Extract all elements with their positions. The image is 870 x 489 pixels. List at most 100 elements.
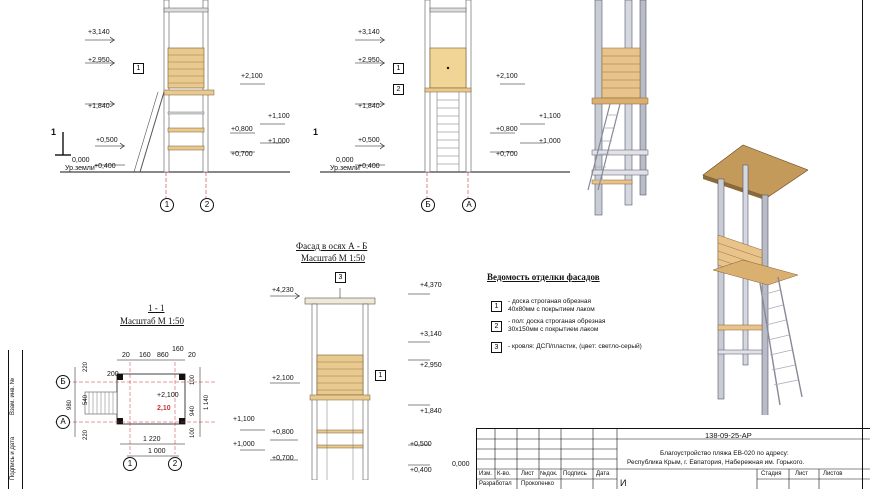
stamp-header: №док. <box>540 471 558 477</box>
level-mark: +1,100 <box>233 416 255 423</box>
plan-dim: 940 <box>190 405 196 416</box>
plan-dim: 200 <box>107 371 119 378</box>
side-label-signature: Подпись и дата <box>10 436 16 480</box>
level-mark: +2,950 <box>420 362 442 369</box>
tower-render-3d-front <box>587 0 649 216</box>
section-mark-label: 1 <box>51 127 57 137</box>
axis-marker: 2 <box>200 198 214 212</box>
plan-level: +2,100 <box>157 392 179 399</box>
level-mark: 0,000 <box>452 461 470 468</box>
ground-label: Ур.земли <box>65 165 95 172</box>
legend-line: 30x150мм с покрытием лаком <box>508 326 599 333</box>
plan-dim: 20 <box>122 352 130 359</box>
elevation-side-1-2 <box>55 0 290 198</box>
level-mark: +0,400 <box>358 163 380 170</box>
callout-tag: 2 <box>393 84 404 95</box>
plan-dim: 1 140 <box>204 394 210 410</box>
plan-dim: 100 <box>190 427 196 438</box>
plan-section-1-1 <box>55 359 215 457</box>
ground-label: Ур.земли <box>330 165 360 172</box>
axis-marker: А <box>462 198 476 212</box>
legend-text: - доска строганая обрезная 40x80мм с пок… <box>508 298 595 314</box>
level-mark: +0,800 <box>231 126 253 133</box>
plan-title: 1 - 1 <box>148 303 165 313</box>
level-mark: +2,950 <box>358 57 380 64</box>
frame-left <box>22 350 23 489</box>
stamp-code: 138-09-25-АР <box>705 431 752 440</box>
plan-dim: 540 <box>83 394 89 405</box>
plan-dim: 220 <box>83 361 89 372</box>
level-mark: +1,840 <box>420 408 442 415</box>
callout-tag: 1 <box>133 63 144 74</box>
plan-level: 2,10 <box>157 405 171 412</box>
legend-line: - доска строганая обрезная <box>508 298 591 305</box>
facade-title: Фасад в осях А - Б <box>296 241 368 251</box>
stamp-col: Листов <box>823 471 843 477</box>
plan-dim: 1 000 <box>148 448 166 455</box>
level-mark: +3,140 <box>88 29 110 36</box>
legend-text: - кровля: ДСП/пластик, (цвет: светло-сер… <box>508 343 642 350</box>
level-mark: +0,500 <box>410 441 432 448</box>
title-block: Изм. К-во. Лист №док. Подпись Дата Разра… <box>476 428 870 489</box>
plan-dim: 20 <box>188 352 196 359</box>
level-mark: +0,800 <box>272 429 294 436</box>
level-mark: 0,000 <box>72 157 90 164</box>
level-mark: +1,840 <box>358 103 380 110</box>
plan-dim: 980 <box>67 399 73 410</box>
stamp-header: Подпись <box>563 471 587 477</box>
level-mark: +3,140 <box>358 29 380 36</box>
stamp-header: К-во. <box>497 471 511 477</box>
level-mark: +0,700 <box>272 455 294 462</box>
side-label-replace: Взам. инв. № <box>10 377 16 415</box>
level-mark: +4,370 <box>420 282 442 289</box>
stamp-header: Дата <box>596 471 610 477</box>
level-mark: +0,500 <box>96 137 118 144</box>
plan-dim: 100 <box>190 374 196 385</box>
stamp-col: Лист <box>795 471 809 477</box>
stamp-desc: Республика Крым, г. Евпатория, Набережна… <box>627 459 805 466</box>
axis-marker: 1 <box>160 198 174 212</box>
callout-tag: 3 <box>335 272 346 283</box>
level-mark: +1,100 <box>268 113 290 120</box>
level-mark: +0,800 <box>496 126 518 133</box>
legend-line: - пол: доска строганая обрезная <box>508 318 606 325</box>
axis-marker: 1 <box>123 457 137 471</box>
level-mark: 0,000 <box>336 157 354 164</box>
axis-marker: А <box>56 415 70 429</box>
legend-text: - пол: доска строганая обрезная 30x150мм… <box>508 318 605 334</box>
stamp-desc: Благоустройство пляжа ЕВ-020 по адресу: <box>660 450 789 457</box>
level-mark: +3,140 <box>420 331 442 338</box>
level-mark: +1,000 <box>233 441 255 448</box>
stamp-header: Лист <box>521 471 535 477</box>
tower-render-3d-perspective <box>702 144 808 415</box>
stamp-header: Изм. <box>479 471 492 477</box>
level-mark: +2,950 <box>88 57 110 64</box>
level-mark: +0,400 <box>94 163 116 170</box>
plan-dim: 860 <box>157 352 169 359</box>
level-mark: +1,840 <box>88 103 110 110</box>
level-mark: +2,100 <box>272 375 294 382</box>
plan-dim: 160 <box>139 352 151 359</box>
frame-right <box>862 0 863 489</box>
level-mark: +1,100 <box>539 113 561 120</box>
level-mark: +1,000 <box>268 138 290 145</box>
level-mark: +0,400 <box>410 467 432 474</box>
legend-line: 40x80мм с покрытием лаком <box>508 306 595 313</box>
legend-number: 2 <box>491 321 502 332</box>
legend-title: Ведомость отделки фасадов <box>487 272 600 282</box>
legend-number: 3 <box>491 342 502 353</box>
level-mark: +0,700 <box>496 151 518 158</box>
stamp-col: Стадия <box>761 471 782 477</box>
plan-dim: 220 <box>83 429 89 440</box>
legend-number: 1 <box>491 301 502 312</box>
level-mark: +0,700 <box>231 151 253 158</box>
elevation-facade-a-b <box>240 288 430 480</box>
axis-marker: Б <box>421 198 435 212</box>
level-mark: +0,500 <box>358 137 380 144</box>
level-mark: +2,100 <box>496 73 518 80</box>
plan-scale: Масштаб М 1:50 <box>120 316 185 326</box>
level-mark: +4,230 <box>272 287 294 294</box>
level-mark: +1,000 <box>539 138 561 145</box>
facade-scale: Масштаб М 1:50 <box>301 253 366 263</box>
